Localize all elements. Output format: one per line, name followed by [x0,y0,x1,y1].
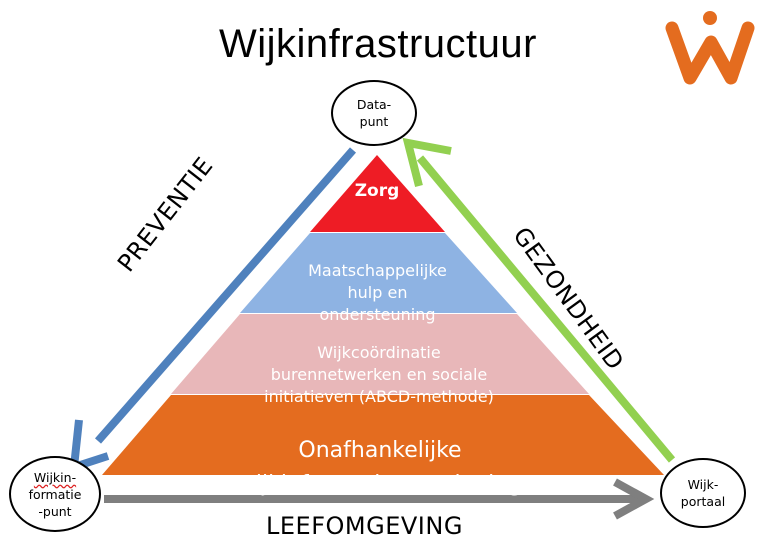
label-leefomgeving: LEEFOMGEVING [266,512,463,540]
node-wijkportaal: Wijk- portaal [660,458,746,528]
pyramid-layer-zorg [310,155,445,232]
layer-label-wijkcoordinatie: Wijkcoördinatie burennetwerken en social… [264,343,494,406]
person-logo-icon [665,11,755,85]
pyramid-layer-wijkcoordinatie [171,314,589,394]
gezondheid-arrow [402,137,676,463]
layer-label-hulp: Maatschappelijke hulp en ondersteuning [308,261,447,324]
pyramid-layer-wijkinformatie [102,395,664,475]
node-wijkinformatiepunt-label: Wijkin- formatie -punt [28,469,82,519]
page-title: Wijkinfrastructuur [219,22,537,66]
node-wijkinformatiepunt: Wijkin- formatie -punt [9,456,101,532]
layer-label-wijkinformatie: Onafhankelijke wijkinformatievoorziening [237,438,523,497]
leefomgeving-arrow [104,478,655,520]
layer-label-zorg: Zorg [354,181,400,201]
node-datapunt: Data- punt [331,80,417,146]
pyramid-layer-hulp [240,233,517,313]
